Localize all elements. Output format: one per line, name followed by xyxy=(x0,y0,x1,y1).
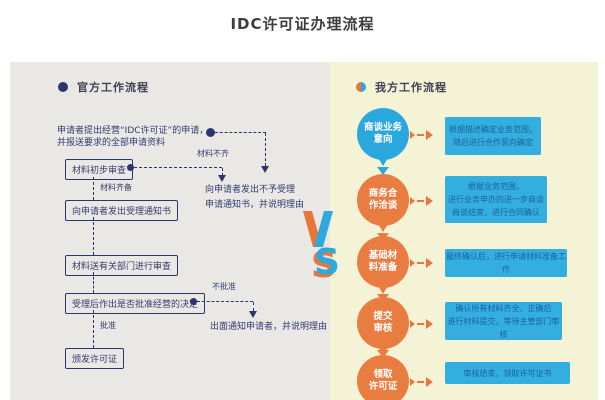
official-section-header: 官方工作流程 xyxy=(58,79,149,95)
step4-desc-line1: 确认所有材料齐全、正确后 xyxy=(455,303,552,313)
dashed-line xyxy=(93,217,94,255)
page-title: IDC许可证办理流程 xyxy=(230,15,375,33)
dashed-line xyxy=(93,177,94,200)
vs-s-letter: S xyxy=(314,242,340,283)
materials-complete-label: 材料齐备 xyxy=(100,183,132,192)
step5-desc-line1: 审核结束，领取许可证书 xyxy=(463,368,552,378)
materials-incomplete-label: 材料不齐 xyxy=(197,149,229,158)
official-process-panel xyxy=(10,62,330,400)
dashed-line xyxy=(215,132,266,133)
branch-dot xyxy=(190,298,197,305)
dashed-line xyxy=(222,168,223,176)
balloon-tail xyxy=(375,153,391,166)
official-section-title: 官方工作流程 xyxy=(77,81,149,94)
duo-dot-icon xyxy=(356,82,366,92)
step-balloon-receive-license: 领取 许可证 xyxy=(357,355,409,400)
application-intro-line2: 并报送要求的全部申请资料 xyxy=(57,137,166,148)
step-balloon-materials-prep: 基础材 料准备 xyxy=(357,236,409,288)
step-balloon-negotiation: 商务合 作洽谈 xyxy=(357,174,409,226)
arrow-right-icon xyxy=(410,196,433,206)
arrow-down-icon xyxy=(249,311,257,318)
reject-note-1-line2: 申请通知书，并说明理由 xyxy=(205,200,305,210)
dashed-line xyxy=(253,302,254,311)
dashed-line xyxy=(93,272,94,293)
step3-desc-line1: 最终确认后，进行申请材料准备工作 xyxy=(446,252,566,274)
our-section-title: 我方工作流程 xyxy=(375,81,447,94)
step3-line2: 料准备 xyxy=(368,262,398,273)
balloon-tail xyxy=(375,219,391,232)
branch-dot xyxy=(127,164,134,171)
flow-box-preliminary-review: 材料初步审查 xyxy=(65,159,134,180)
step5-line1: 领取 xyxy=(373,369,393,380)
step-desc-box-3: 最终确认后，进行申请材料准备工作 xyxy=(445,249,567,277)
dashed-line xyxy=(197,301,253,302)
step4-line2: 审核 xyxy=(373,323,393,334)
step4-desc-line2: 进行材料提交，等待主管部门审核 xyxy=(447,316,560,339)
not-approved-label: 不批准 xyxy=(212,282,236,291)
arrow-right-icon xyxy=(410,319,433,329)
step-balloon-business-intent: 商谈业务 意向 xyxy=(357,108,409,160)
dashed-line xyxy=(93,310,94,348)
step2-desc-line3: 商谈结束，进行合同确认 xyxy=(452,208,540,217)
step1-desc-line2: 随后进行合作意向确定 xyxy=(453,138,533,147)
step3-line1: 基础材 xyxy=(368,250,398,261)
arrow-down-icon xyxy=(377,350,389,358)
step-desc-box-1: 根据描述确定业务范围， 随后进行合作意向确定 xyxy=(445,117,541,155)
step5-line2: 许可证 xyxy=(368,381,398,392)
arrow-right-icon xyxy=(410,258,433,268)
step2-line2: 作洽谈 xyxy=(368,200,398,211)
balloon-tail xyxy=(375,281,391,294)
reject-note-2: 出面通知申请者，并说明理由 xyxy=(210,322,328,332)
arrow-down-icon xyxy=(261,166,269,173)
step4-line1: 提交 xyxy=(373,311,393,322)
step-desc-box-4: 确认所有材料齐全、正确后 进行材料提交，等待主管部门审核 xyxy=(445,302,562,340)
arrow-right-icon xyxy=(410,130,433,140)
our-section-header: 我方工作流程 xyxy=(356,79,447,95)
step2-desc-line2: 进行业务申办的进一步商谈 xyxy=(448,195,544,204)
step1-desc-line1: 根据描述确定业务范围， xyxy=(449,125,537,134)
step2-line1: 商务合 xyxy=(368,188,398,199)
vs-v-letter xyxy=(303,211,333,247)
dashed-line xyxy=(265,133,266,166)
step-desc-box-2: 根据业务范围， 进行业务申办的进一步商谈 商谈结束，进行合同确认 xyxy=(445,176,547,223)
arrow-down-icon xyxy=(377,167,389,175)
step-balloon-submit-review: 提交 审核 xyxy=(357,297,409,349)
reject-note-1-line1: 向申请者发出不予受理 xyxy=(205,185,296,195)
step-desc-box-5: 审核结束，领取许可证书 xyxy=(445,362,570,384)
branch-dot xyxy=(206,128,215,137)
flow-box-approval-decision: 受理后作出是否批准经营的决定 xyxy=(65,293,206,314)
flow-box-acceptance-notice: 向申请者发出受理通知书 xyxy=(65,200,179,221)
step1-line2: 意向 xyxy=(373,134,393,145)
flow-box-department-review: 材料送有关部门进行审查 xyxy=(65,255,179,276)
flow-box-issue-license: 颁发许可证 xyxy=(65,348,125,369)
arrow-right-icon xyxy=(410,377,433,387)
application-intro-line1: 申请者提出经营“IDC许可证”的申请， xyxy=(57,126,209,136)
navy-dot-icon xyxy=(58,82,68,92)
dashed-line xyxy=(134,167,222,168)
approved-label: 批准 xyxy=(100,321,116,330)
application-intro-text: 申请者提出经营“IDC许可证”的申请， 并报送要求的全部申请资料 xyxy=(57,126,208,149)
arrow-down-icon xyxy=(218,175,226,182)
reject-note-1: 向申请者发出不予受理 申请通知书，并说明理由 xyxy=(205,183,304,213)
step1-line1: 商谈业务 xyxy=(363,122,402,133)
step2-desc-line1: 根据业务范围， xyxy=(468,182,524,191)
